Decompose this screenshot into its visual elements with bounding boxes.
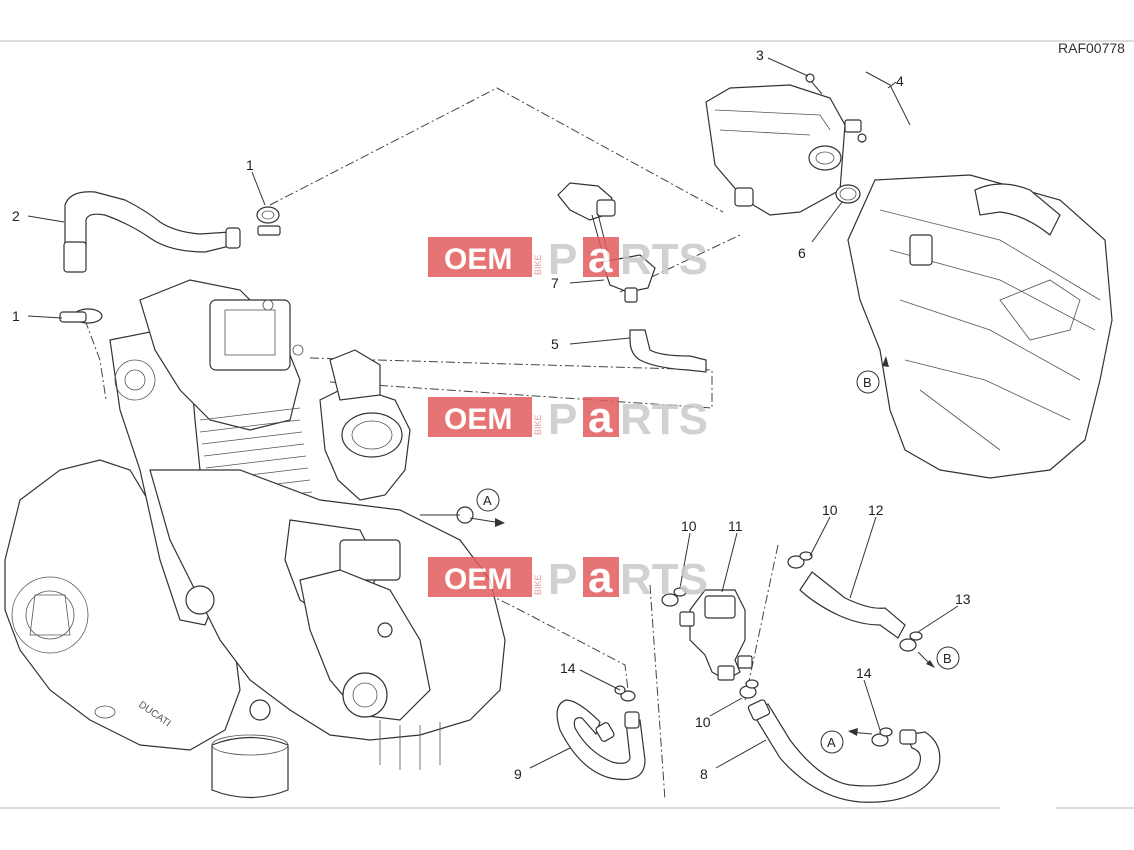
watermark-bottom: OEM BIKE P a RTS — [428, 553, 708, 604]
svg-text:RTS: RTS — [620, 555, 708, 604]
label-10-right: 10 — [822, 502, 838, 518]
svg-text:A: A — [827, 735, 836, 750]
watermark-top: OEM BIKE P a RTS — [428, 233, 708, 284]
svg-text:RTS: RTS — [620, 235, 708, 284]
hose-9 — [556, 699, 646, 781]
clamp-1-top — [256, 206, 281, 236]
clamp-10-top-right — [787, 551, 813, 569]
svg-text:OEM: OEM — [444, 243, 512, 276]
o-ring-6 — [835, 184, 861, 204]
svg-text:B: B — [863, 375, 872, 390]
airbox-assembly — [847, 174, 1113, 479]
label-10-left: 10 — [681, 518, 697, 534]
label-12: 12 — [868, 502, 884, 518]
svg-text:OEM: OEM — [444, 403, 512, 436]
label-2: 2 — [12, 208, 20, 224]
svg-text:BIKE: BIKE — [533, 574, 543, 595]
svg-text:BIKE: BIKE — [533, 254, 543, 275]
svg-text:P: P — [548, 555, 577, 604]
spacer-4 — [865, 71, 911, 126]
clamp-10-bottom — [739, 679, 759, 699]
svg-text:P: P — [548, 235, 577, 284]
svg-text:a: a — [588, 393, 613, 442]
hose-2 — [63, 191, 241, 273]
label-14-center: 14 — [560, 660, 576, 676]
hose-5 — [629, 329, 707, 373]
label-5: 5 — [551, 336, 559, 352]
diagram-code: RAF00778 — [1058, 40, 1125, 56]
svg-text:P: P — [548, 395, 577, 444]
clamp-1-left — [59, 308, 103, 324]
label-6: 6 — [798, 245, 806, 261]
label-7: 7 — [551, 275, 559, 291]
label-14-right: 14 — [856, 665, 872, 681]
svg-text:BIKE: BIKE — [533, 414, 543, 435]
svg-text:a: a — [588, 553, 613, 602]
svg-text:OEM: OEM — [444, 563, 512, 596]
label-4: 4 — [896, 73, 904, 89]
callout-b-hose: B — [917, 646, 960, 670]
clamp-14-right — [871, 727, 893, 747]
clamp-14-center — [614, 685, 636, 702]
clamp-13 — [899, 631, 923, 652]
svg-text:B: B — [943, 651, 952, 666]
svg-text:A: A — [483, 493, 492, 508]
reference-labels: 1 1 2 3 4 5 6 7 8 9 10 10 10 11 12 13 14… — [12, 47, 971, 782]
callout-b-airbox: B — [856, 356, 889, 394]
label-11: 11 — [728, 518, 743, 534]
hose-12 — [799, 571, 906, 639]
label-13: 13 — [955, 591, 971, 607]
leader-lines — [27, 57, 959, 769]
engine-assembly: DUCATI — [4, 279, 506, 799]
label-8: 8 — [700, 766, 708, 782]
svg-text:a: a — [588, 233, 613, 282]
label-1-top: 1 — [246, 157, 254, 173]
watermark-middle: OEM BIKE P a RTS — [428, 393, 708, 444]
label-10-bottom: 10 — [695, 714, 711, 730]
callout-a-engine: A — [469, 488, 505, 527]
callout-a-hose: A — [820, 728, 873, 754]
svg-text:RTS: RTS — [620, 395, 708, 444]
hose-8 — [747, 699, 941, 803]
label-9: 9 — [514, 766, 522, 782]
label-1-left: 1 — [12, 308, 20, 324]
label-3: 3 — [756, 47, 764, 63]
solenoid-valve-11 — [679, 589, 753, 681]
vapour-canister — [705, 73, 867, 216]
